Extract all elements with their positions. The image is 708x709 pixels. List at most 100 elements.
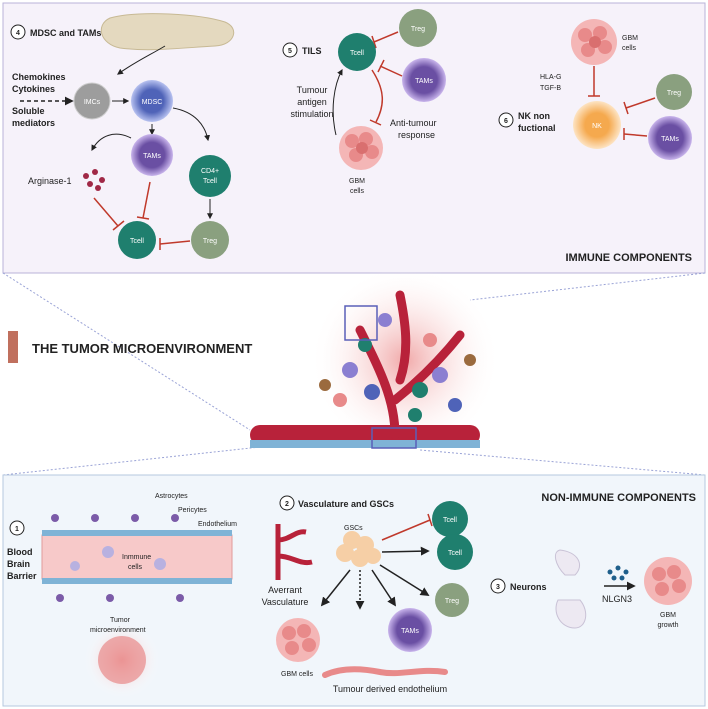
cytokines-label: Cytokines: [12, 84, 55, 94]
imcs-label: IMCs: [84, 99, 101, 106]
tams-cell-2: [388, 608, 432, 652]
tams-label: TAMs: [143, 153, 161, 160]
section-3-badge: [490, 578, 506, 594]
gbm-cells-5: [339, 126, 383, 170]
section-3-neurons: 3 Neurons NLGN3 GBM growth: [490, 549, 692, 629]
nlgn3-label: NLGN3: [602, 594, 632, 604]
tams-6-label: TAMs: [661, 136, 679, 143]
section-5-tils: 5 TILS Treg Tcell TAMs Tumour antigen st…: [282, 9, 446, 195]
section-6-nk: GBM cells HLA-G TGF-B NK 6 NK non fuctio…: [498, 19, 692, 160]
pericytes-label: Pericytes: [178, 507, 207, 514]
gbm-cells-2: [276, 618, 320, 662]
tams-2-label: TAMs: [401, 628, 419, 635]
cd4-tcell-label: Tcell: [203, 178, 217, 185]
treg-2-label: Treg: [445, 598, 459, 605]
nk-cell: [573, 101, 621, 149]
section-2-title: Vasculature and GSCs: [298, 499, 394, 509]
gbm-growth-label2: growth: [657, 622, 678, 629]
section-4-title: MDSC and TAMs: [30, 28, 101, 38]
section-3-title: Neurons: [510, 582, 547, 592]
section-1-bbb: 1 Blood Brain Barrier Astrocytes Pericyt…: [7, 493, 237, 698]
antigen-line3: stimulation: [290, 109, 333, 119]
section-4-number: 4: [16, 30, 20, 37]
mediators-label: mediators: [12, 118, 55, 128]
main-title: THE TUMOR MICROENVIRONMENT: [32, 341, 252, 356]
bone-marrow-icon: [100, 13, 235, 51]
postsynaptic-neuron-icon: [555, 599, 587, 629]
zoom-box-immune: [344, 305, 378, 341]
inmmune-label1: Inmmune: [122, 554, 151, 561]
anti-tumour-line2: response: [398, 130, 435, 140]
bbb-line2: Brain: [7, 559, 30, 569]
section-1-number: 1: [15, 526, 19, 533]
section-6-badge: [498, 112, 514, 128]
imcs-cell: [73, 82, 111, 120]
cd4-tcell: [189, 155, 231, 197]
tcell-bottom: [118, 221, 156, 259]
treg-cell-5: [399, 9, 437, 47]
gbm-2-label: GBM cells: [281, 671, 313, 678]
treg-cell-6: [656, 74, 692, 110]
section-2-number: 2: [285, 501, 289, 508]
mdsc-label: MDSC: [142, 99, 163, 106]
section-6-title1: NK non: [518, 111, 550, 121]
averrant-vessel-icon: [275, 524, 313, 580]
gbm-6-line2: cells: [622, 45, 637, 52]
arginase-label: Arginase-1: [28, 176, 72, 186]
tumor-illustration: [250, 265, 500, 455]
tcell-2b: [437, 534, 473, 570]
immune-header: IMMUNE COMPONENTS: [566, 252, 693, 264]
cd4-label: CD4+: [201, 168, 219, 175]
gbm-5-line1: GBM: [349, 178, 365, 185]
section-1-badge: [9, 520, 25, 536]
treg-label: Treg: [203, 238, 217, 245]
section-4-mdsc-tams: 4 MDSC and TAMs Chemokines Cytokines Sol…: [10, 13, 235, 259]
tumor-label1: Tumor: [110, 617, 131, 624]
endothelium-label: Endothelium: [198, 521, 237, 528]
section-5-number: 5: [288, 48, 292, 55]
hla-label: HLA-G: [540, 74, 561, 81]
treg-cell: [191, 221, 229, 259]
gbm-growth-icon: [644, 557, 692, 605]
tgf-label: TGF-B: [540, 85, 561, 92]
mdsc-cell: [131, 80, 173, 122]
tams-cell: [131, 134, 173, 176]
section-6-number: 6: [504, 118, 508, 125]
gbm-6-line1: GBM: [622, 35, 638, 42]
zoom-box-vascular: [371, 427, 417, 449]
treg-6-label: Treg: [667, 90, 681, 97]
bbb-line3: Barrier: [7, 571, 37, 581]
gbm-5-line2: cells: [350, 188, 365, 195]
tcell-2a: [432, 501, 468, 537]
tumour-endothelium-label: Tumour derived endothelium: [333, 684, 447, 694]
tams-cell-6: [648, 116, 692, 160]
bbb-line1: Blood: [7, 547, 33, 557]
anti-tumour-line1: Anti-tumour: [390, 118, 437, 128]
tams-cell-5: [402, 58, 446, 102]
gbm-growth-label1: GBM: [660, 612, 676, 619]
averrant-label2: Vasculature: [262, 597, 309, 607]
gbm-cells-6: [571, 19, 617, 65]
section-2-badge: [279, 495, 295, 511]
treg-5-label: Treg: [411, 26, 425, 33]
section-4-badge: [10, 24, 26, 40]
gscs-cluster: [336, 531, 381, 567]
presynaptic-neuron-icon: [554, 549, 580, 576]
tcell-2b-label: Tcell: [448, 550, 462, 557]
section-5-badge: [282, 42, 298, 58]
section-5-title: TILS: [302, 46, 322, 56]
nonimmune-header: NON-IMMUNE COMPONENTS: [541, 492, 696, 504]
chemokines-label: Chemokines: [12, 72, 66, 82]
antigen-line1: Tumour: [297, 85, 328, 95]
averrant-label1: Averrant: [268, 585, 302, 595]
nk-label: NK: [592, 123, 602, 130]
tcell-2a-label: Tcell: [443, 517, 457, 524]
tams-5-label: TAMs: [415, 78, 433, 85]
nlgn3-dots: [607, 565, 629, 581]
soluble-label: Soluble: [12, 106, 45, 116]
treg-cell-2: [435, 583, 469, 617]
antigen-line2: antigen: [297, 97, 327, 107]
gscs-label: GSCs: [344, 525, 363, 532]
